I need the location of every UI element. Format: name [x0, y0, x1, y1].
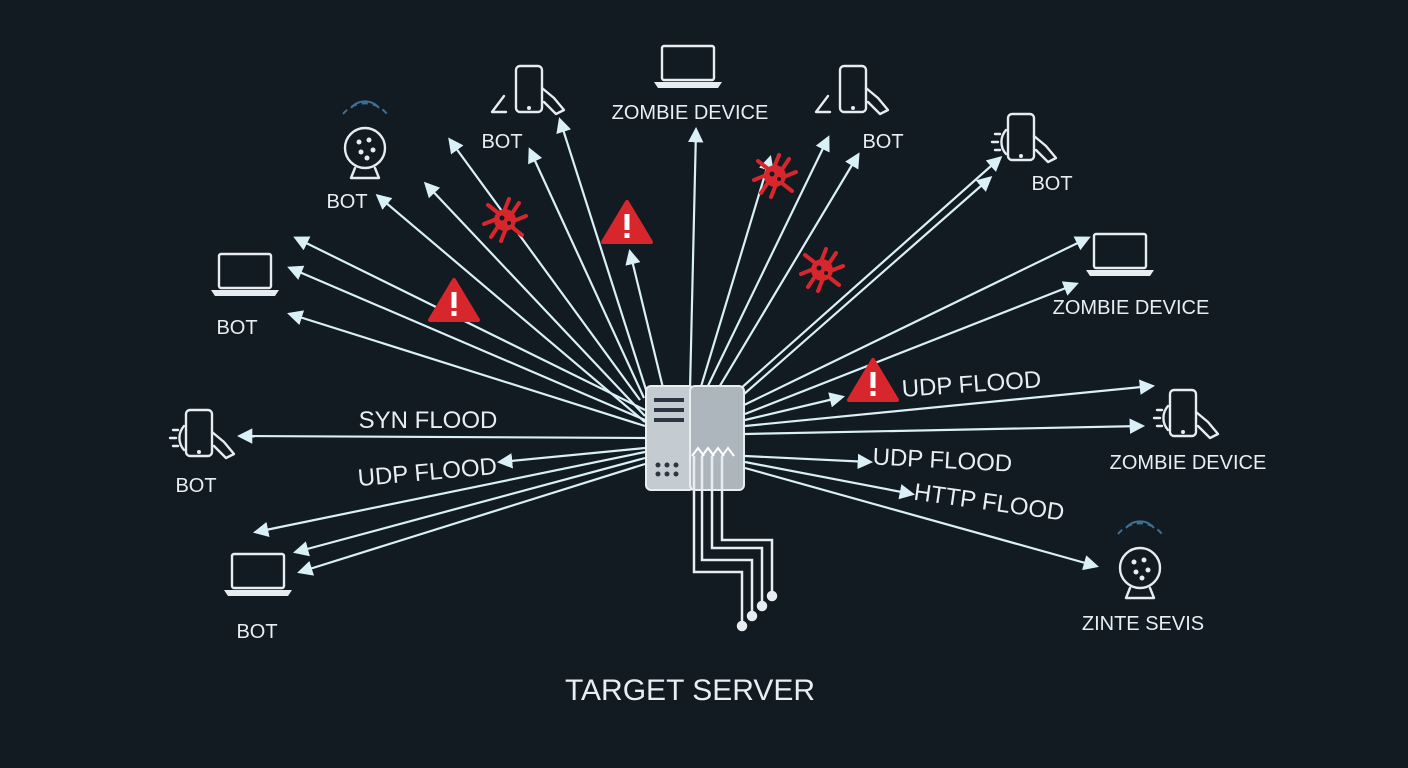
- arrow: [744, 392, 845, 422]
- arrow: [293, 456, 646, 557]
- arrow: [287, 265, 646, 422]
- arrow: [744, 460, 916, 500]
- arrow: [698, 155, 774, 391]
- diagram-title: TARGET SERVER: [565, 674, 815, 707]
- arrow: [423, 181, 646, 417]
- flood-label: UDP FLOOD: [872, 443, 1013, 477]
- flood-label: UDP FLOOD: [901, 366, 1042, 403]
- arrow: [744, 379, 1156, 428]
- phone-gear-icon: [1152, 388, 1220, 440]
- arrow: [704, 135, 830, 393]
- node-label: BOT: [481, 131, 522, 153]
- node-label: BOT: [216, 317, 257, 339]
- arrow: [729, 155, 1003, 399]
- laptop-icon: [1084, 232, 1156, 278]
- arrow: [741, 236, 1091, 407]
- attack-arrows: [236, 117, 1156, 576]
- target-server-icon: [645, 385, 745, 491]
- node-label: BOT: [326, 191, 367, 213]
- virus-icon: [799, 247, 845, 293]
- arrow: [236, 428, 646, 444]
- flood-label: SYN FLOOD: [359, 407, 498, 434]
- warning-icon: [847, 358, 899, 402]
- phone-gear-icon: [168, 408, 236, 460]
- warning-icon: [428, 278, 480, 322]
- node-label: BOT: [862, 131, 903, 153]
- node-label: BOT: [1031, 173, 1072, 195]
- arrow: [734, 175, 993, 403]
- arrow: [297, 462, 646, 576]
- arrow: [688, 126, 704, 391]
- phone-gear-icon: [990, 112, 1058, 164]
- phone-hand-icon: [814, 64, 890, 116]
- arrow: [625, 249, 666, 393]
- arrow: [375, 194, 646, 423]
- globe-bot-icon: [1116, 520, 1164, 600]
- flood-label: HTTP FLOOD: [912, 479, 1066, 527]
- arrow: [528, 147, 645, 399]
- arrow: [556, 117, 650, 397]
- arrow: [293, 236, 646, 411]
- node-label: ZINTE SEVIS: [1082, 613, 1204, 635]
- arrow: [287, 310, 646, 428]
- globe-bot-icon: [341, 100, 389, 180]
- virus-icon: [482, 197, 528, 243]
- node-label: ZOMBIE DEVICE: [612, 102, 769, 124]
- node-label: ZOMBIE DEVICE: [1110, 452, 1267, 474]
- phone-hand-icon: [490, 64, 566, 116]
- laptop-icon: [222, 552, 294, 598]
- arrow: [744, 418, 1146, 436]
- arrow: [448, 137, 641, 401]
- arrow: [744, 453, 874, 470]
- virus-icon: [752, 153, 798, 199]
- arrow: [714, 152, 860, 395]
- server-cables: [692, 456, 778, 632]
- arrow: [744, 466, 1099, 571]
- node-label: ZOMBIE DEVICE: [1053, 297, 1210, 319]
- arrow: [252, 450, 646, 538]
- node-label: BOT: [236, 621, 277, 643]
- laptop-icon: [209, 252, 281, 298]
- arrow: [496, 446, 646, 469]
- node-label: BOT: [175, 475, 216, 497]
- arrow: [744, 281, 1079, 416]
- laptop-icon: [652, 44, 724, 90]
- warning-icon: [601, 200, 653, 244]
